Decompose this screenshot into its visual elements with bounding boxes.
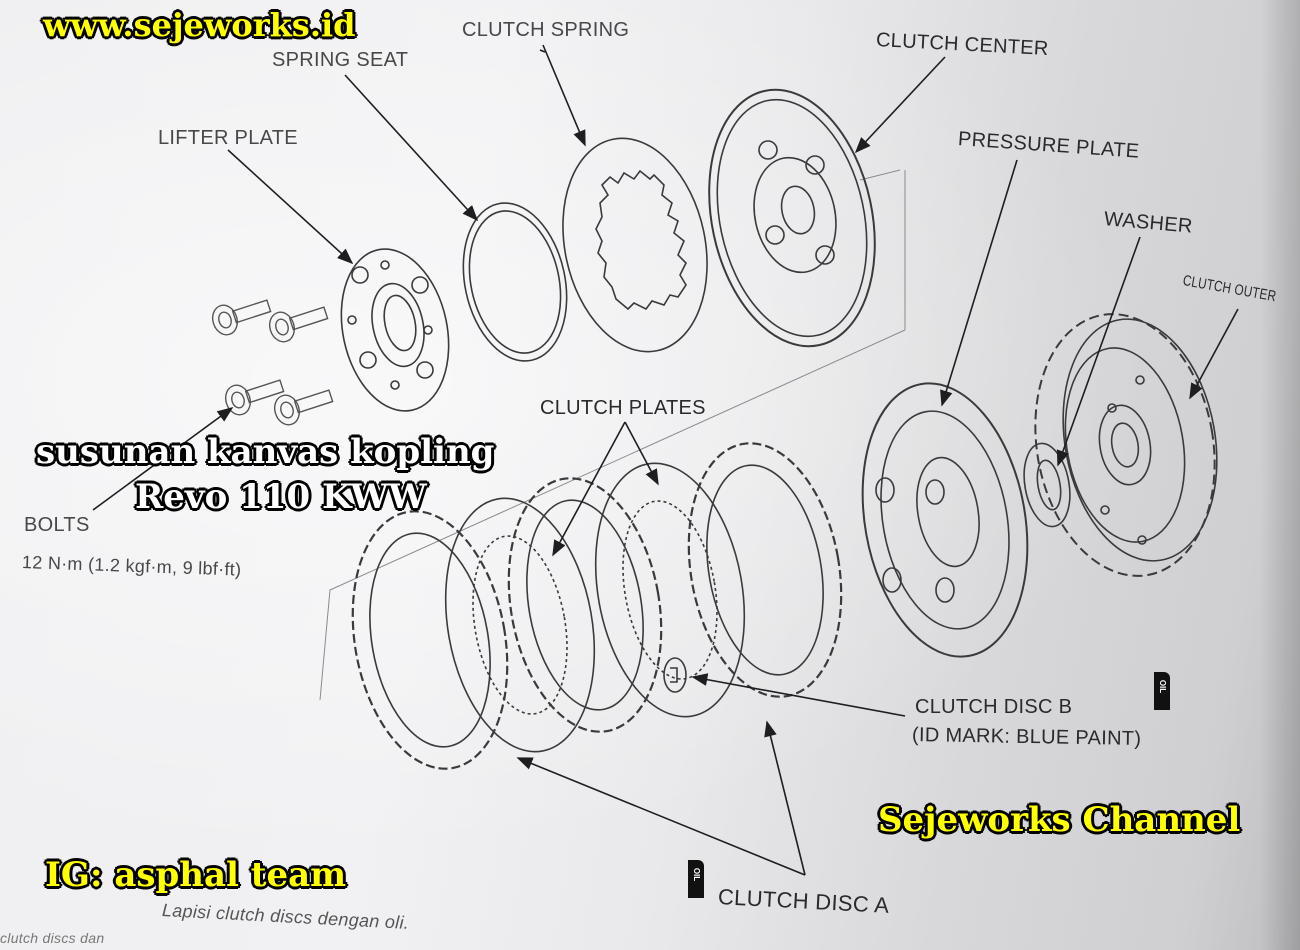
clutch-plate-2-icon — [594, 462, 746, 718]
clutch-disc-a-2-icon — [507, 477, 663, 733]
label-clutch-disc-b-id-mark: (ID MARK: BLUE PAINT) — [911, 724, 1142, 751]
oil-icon: OIL — [1154, 672, 1170, 710]
note-cutoff-text: clutch discs dan — [0, 930, 105, 946]
clutch-spring-icon — [562, 137, 708, 353]
watermark-title-line2: Revo 110 KWW — [135, 477, 427, 517]
spring-seat-icon — [462, 202, 568, 362]
bolts-icon — [211, 299, 334, 426]
label-clutch-spring: CLUTCH SPRING — [462, 19, 630, 41]
label-lifter-plate: LIFTER PLATE — [158, 127, 298, 149]
id-mark-icon — [663, 657, 687, 693]
clutch-plate-1-icon — [444, 497, 596, 753]
clutch-center-icon — [708, 88, 876, 348]
watermark-site: www.sejeworks.id — [43, 6, 356, 44]
label-clutch-plates: CLUTCH PLATES — [540, 397, 706, 419]
label-clutch-disc-b: CLUTCH DISC B — [915, 696, 1073, 718]
label-bolts: BOLTS — [24, 514, 90, 536]
label-spring-seat: SPRING SEAT — [272, 49, 409, 71]
clutch-disc-b-icon — [687, 442, 843, 698]
watermark-channel: Sejeworks Channel — [878, 800, 1241, 840]
washer-icon — [1023, 442, 1071, 528]
watermark-title-line1: susunan kanvas kopling — [36, 432, 495, 472]
pressure-plate-icon — [861, 382, 1029, 658]
watermark-instagram: IG: asphal team — [45, 855, 347, 895]
oil-icon: OIL — [688, 860, 704, 898]
lifter-plate-icon — [340, 248, 450, 412]
page-spine-shadow — [1260, 0, 1300, 950]
clutch-disc-a-1-icon — [351, 510, 509, 770]
